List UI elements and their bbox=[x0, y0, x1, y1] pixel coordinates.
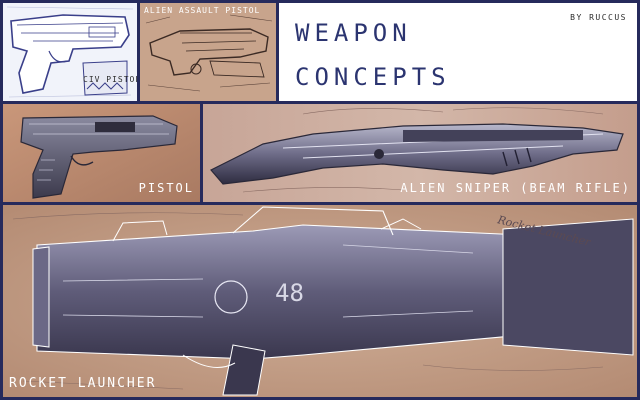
alien-assault-pistol-sketch bbox=[140, 3, 276, 101]
civ-pistol-caption: CIV PISTOL bbox=[83, 75, 137, 84]
title-line-weapon: WEAPON bbox=[295, 19, 412, 47]
pistol-caption: PISTOL bbox=[138, 181, 194, 195]
author-byline: BY RUCCUS bbox=[570, 13, 627, 22]
alien-sniper-panel: ALIEN SNIPER (BEAM RIFLE) bbox=[203, 104, 637, 202]
civ-pistol-sketch bbox=[3, 3, 137, 101]
alien-sniper-render bbox=[203, 104, 637, 202]
rocket-number-marking: 48 bbox=[275, 279, 304, 307]
rocket-launcher-panel: 48 Rocket Launcher ROCKET LAUNCHER bbox=[3, 205, 637, 397]
pistol-render bbox=[3, 104, 200, 202]
alien-assault-pistol-panel: ALIEN ASSAULT PISTOL bbox=[140, 3, 276, 101]
rocket-launcher-caption: ROCKET LAUNCHER bbox=[9, 376, 157, 391]
alien-sniper-caption: ALIEN SNIPER (BEAM RIFLE) bbox=[400, 181, 631, 195]
title-line-concepts: CONCEPTS bbox=[295, 63, 451, 91]
pistol-panel: PISTOL bbox=[3, 104, 200, 202]
title-panel: WEAPON CONCEPTS BY RUCCUS bbox=[279, 3, 637, 101]
alien-assault-pistol-caption: ALIEN ASSAULT PISTOL bbox=[144, 6, 261, 15]
civ-pistol-panel: CIV PISTOL bbox=[3, 3, 137, 101]
rocket-launcher-render: 48 Rocket Launcher bbox=[3, 205, 637, 397]
